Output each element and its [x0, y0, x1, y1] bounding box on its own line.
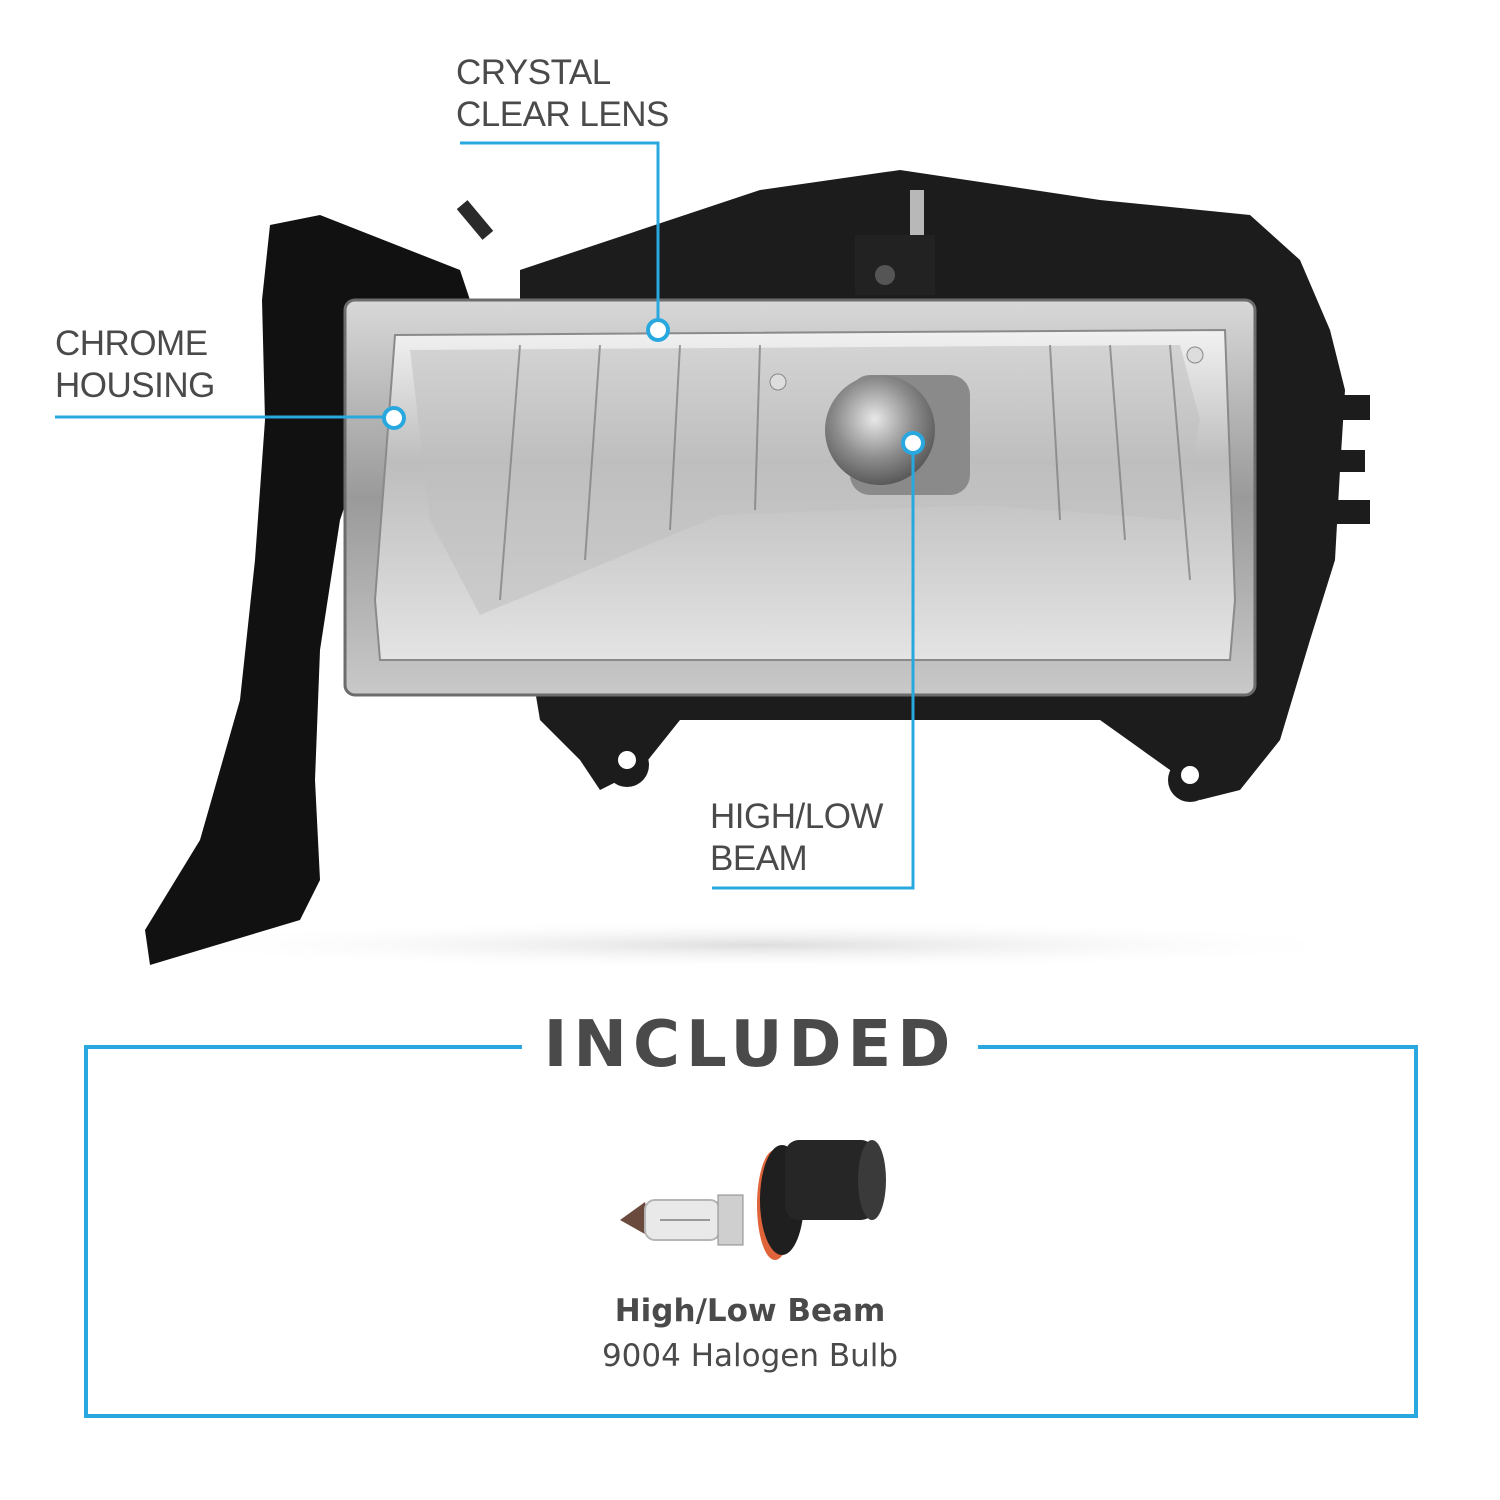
side-wing	[145, 215, 470, 965]
adjuster-screw	[910, 190, 924, 245]
callout-label-lens: CRYSTAL CLEAR LENS	[456, 53, 669, 134]
callout-line-lens	[460, 141, 660, 330]
included-box-top-left	[84, 1045, 551, 1049]
included-title-text: INCLUDED	[521, 1008, 979, 1082]
floor-shadow	[140, 920, 1380, 970]
reflector-shade	[410, 345, 1200, 615]
callout-dot-lens	[646, 318, 670, 342]
callout-line-beam	[712, 443, 915, 890]
halogen-bulb-illustration	[620, 1140, 886, 1260]
side-tab	[1330, 500, 1370, 524]
bulb-collar	[717, 1194, 744, 1246]
mount-screw	[875, 265, 895, 285]
headlamp-illustration	[55, 141, 1380, 970]
included-item-subtitle: 9004 Halogen Bulb	[601, 1338, 899, 1374]
mount-ear-hole	[1181, 766, 1199, 784]
mount-block	[855, 235, 935, 295]
included-title: INCLUDED	[0, 1005, 1500, 1085]
adjuster-screw	[456, 200, 494, 240]
callout-label-beam: HIGH/LOW BEAM	[710, 797, 883, 878]
bulb-globe	[825, 375, 935, 485]
callout-dot-chrome	[382, 406, 406, 430]
included-box-top-right	[949, 1045, 1414, 1049]
optic-lines	[499, 344, 1191, 601]
callout-label-chrome: CHROME HOUSING	[55, 324, 215, 405]
side-tab	[1330, 395, 1370, 420]
corner-screw	[1186, 346, 1204, 364]
callout-dot-beam	[901, 431, 925, 455]
side-tab	[1335, 450, 1365, 472]
mount-ear-hole	[618, 751, 636, 769]
corner-screw	[769, 373, 787, 391]
bulb-base-end	[858, 1140, 886, 1220]
bulb-base-body	[785, 1140, 875, 1220]
included-item-title: High/Low Beam	[614, 1293, 886, 1329]
included-box	[84, 1045, 1418, 1418]
